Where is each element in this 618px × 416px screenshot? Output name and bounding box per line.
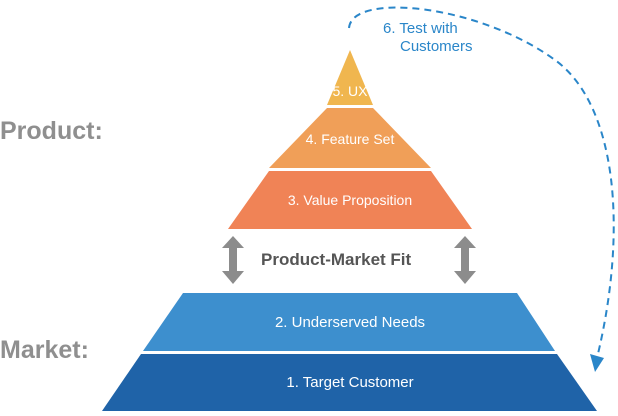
- double-headed-arrow-icon: [222, 236, 244, 284]
- double-headed-arrow-icon: [454, 236, 476, 284]
- dashed-curved-arrow-icon: [348, 6, 615, 372]
- tier-feature-set-shape: [269, 108, 431, 168]
- market-label: Market:: [0, 336, 89, 364]
- tier-ux: 5. UX: [327, 50, 373, 105]
- tier-target-customer-label: 1. Target Customer: [286, 374, 413, 391]
- tier-underserved-needs: 2. Underserved Needs: [143, 293, 555, 351]
- tier-feature-set-label: 4. Feature Set: [306, 131, 395, 147]
- test-note-line2: Customers: [400, 38, 473, 55]
- test-with-customers-note: 6. Test with Customers: [383, 20, 473, 56]
- test-note-line1: 6. Test with: [383, 20, 458, 37]
- tier-target-customer: 1. Target Customer: [102, 354, 597, 411]
- tier-value-proposition-label: 3. Value Proposition: [288, 192, 412, 208]
- tier-ux-shape: [327, 50, 373, 105]
- tier-ux-label: 5. UX: [332, 83, 368, 99]
- product-market-fit-label: Product-Market Fit: [261, 250, 412, 269]
- right-double-arrow-shape: [454, 236, 476, 284]
- tier-feature-set: 4. Feature Set: [269, 108, 431, 168]
- left-double-arrow-shape: [222, 236, 244, 284]
- tier-value-proposition-shape: [228, 171, 472, 229]
- product-label: Product:: [0, 117, 103, 145]
- tier-underserved-needs-label: 2. Underserved Needs: [275, 314, 425, 331]
- tier-underserved-needs-shape: [143, 293, 555, 351]
- tier-value-proposition: 3. Value Proposition: [228, 171, 472, 229]
- dashed-arrow-head: [590, 354, 604, 372]
- tier-target-customer-shape: [102, 354, 597, 411]
